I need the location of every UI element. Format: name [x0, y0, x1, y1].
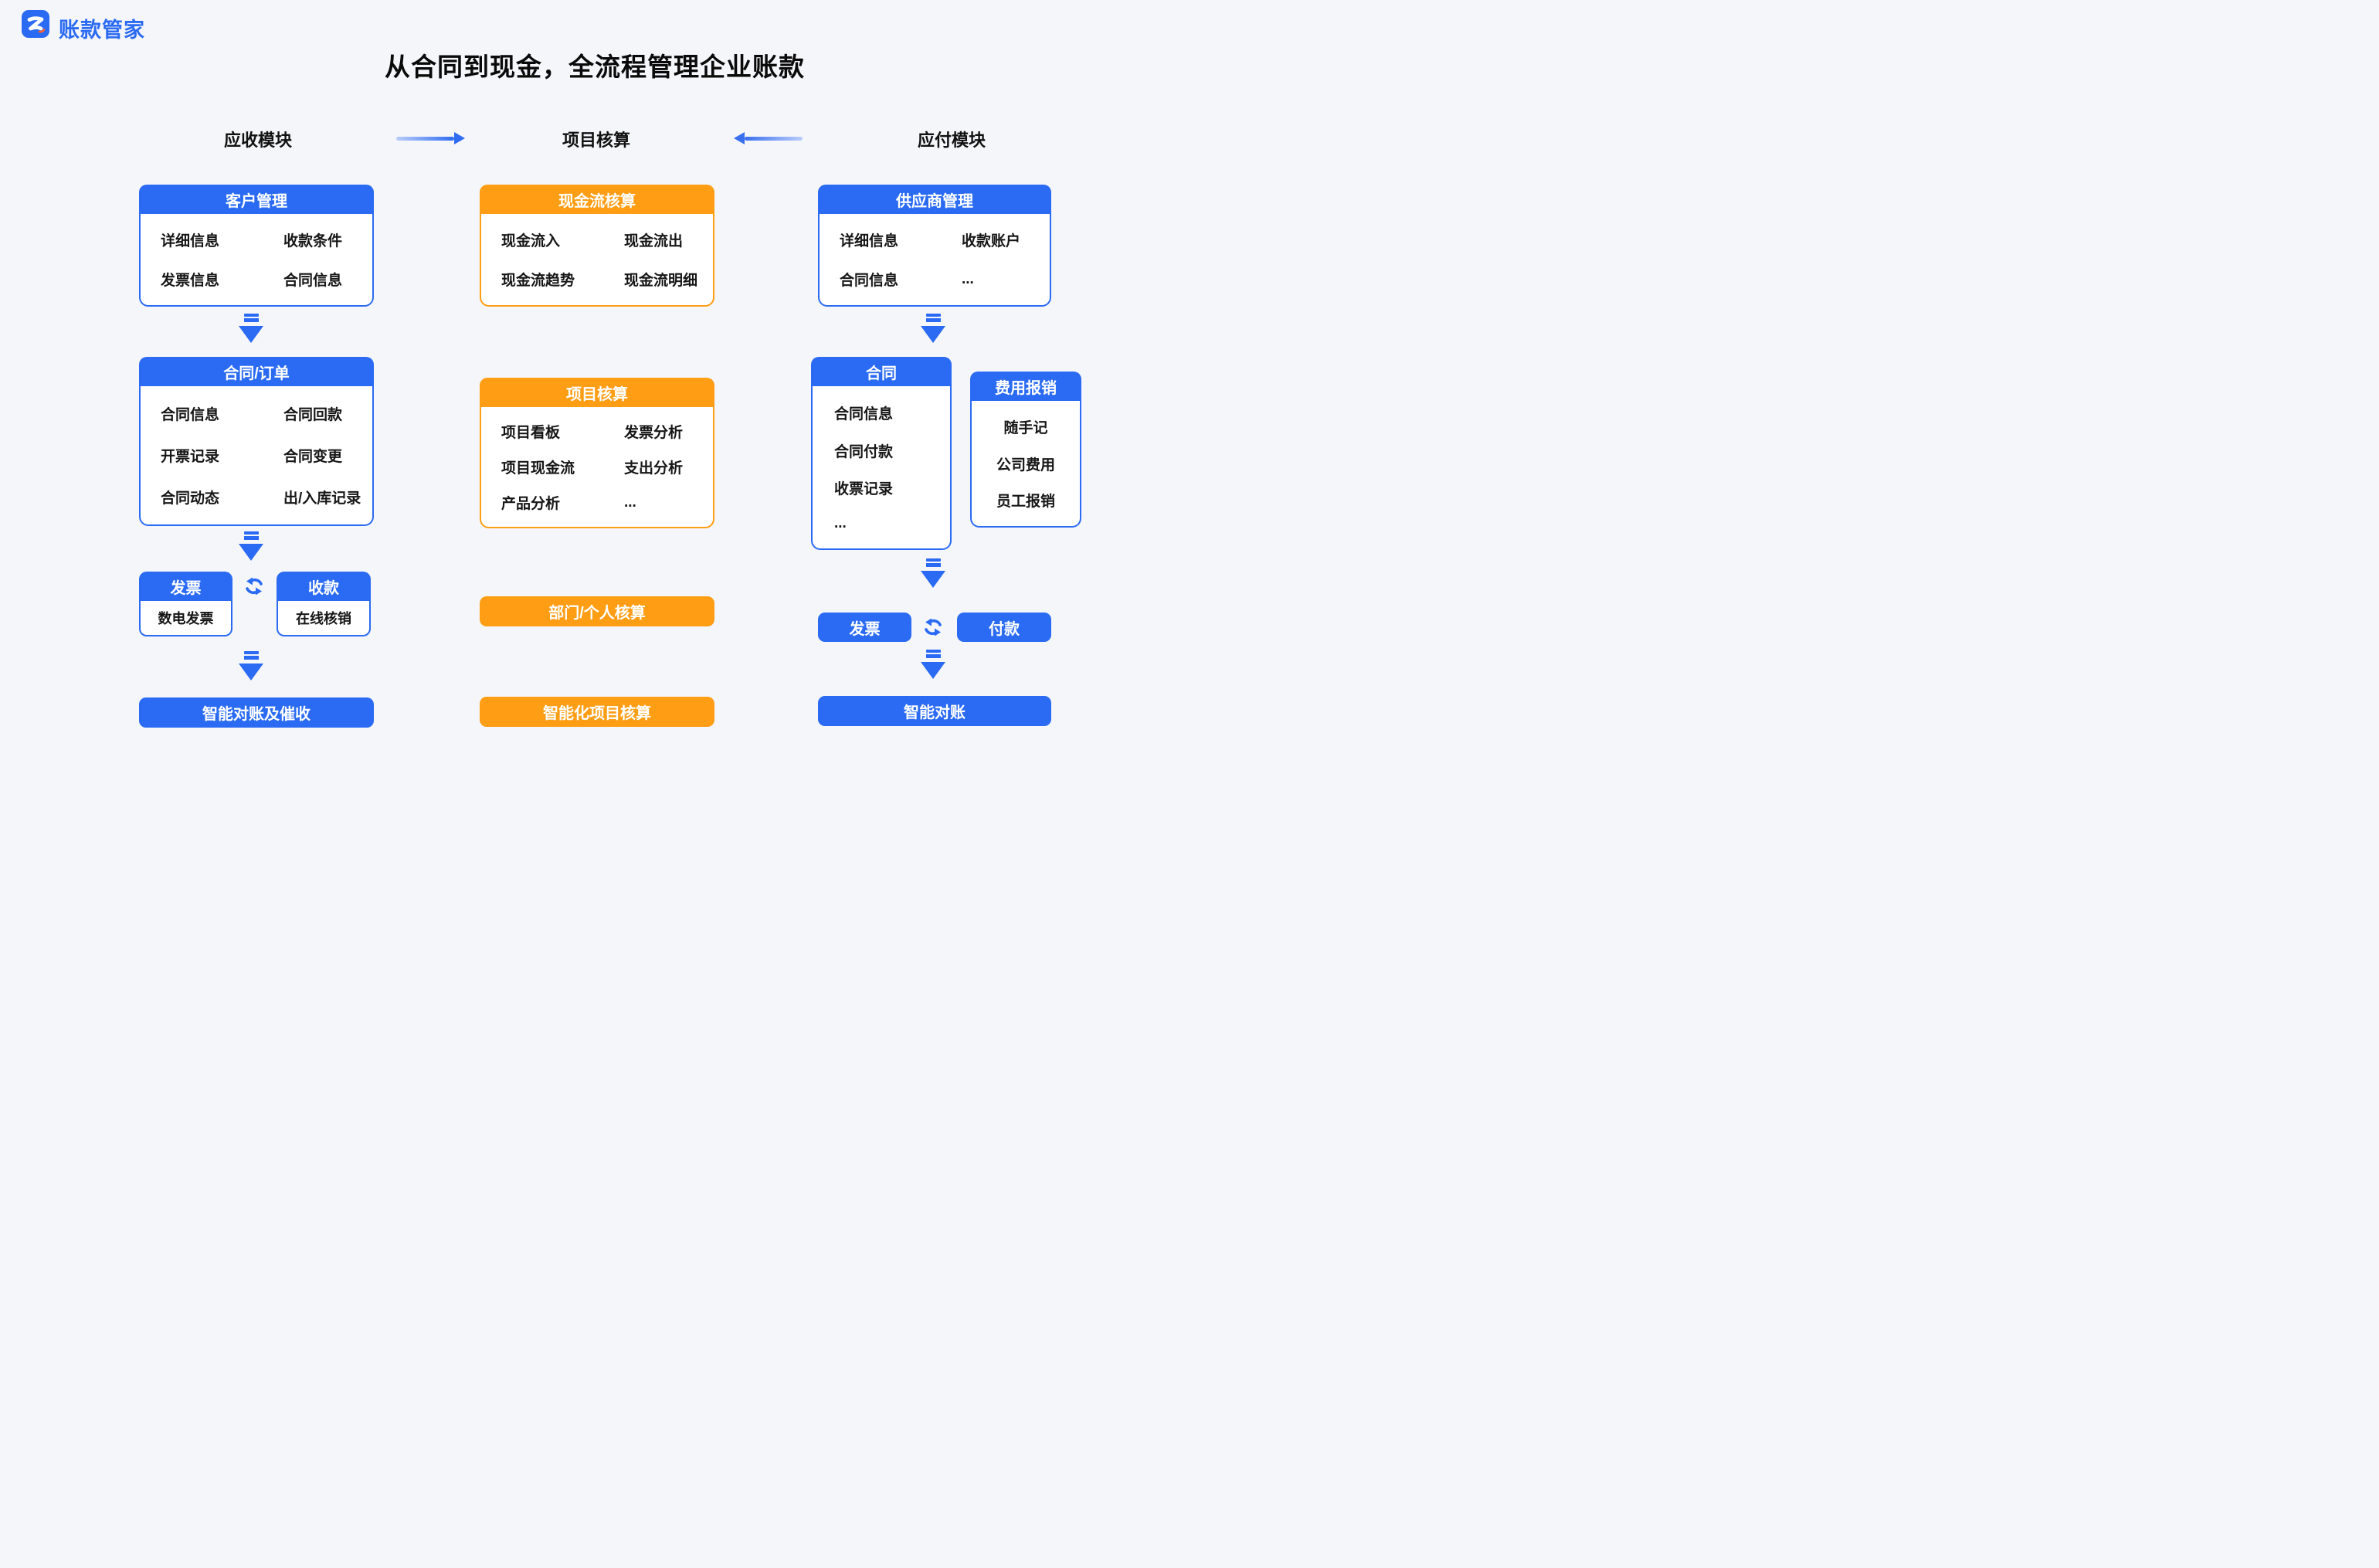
card-item: 产品分析 [501, 496, 561, 513]
bar-smart-project-accounting: 智能化项目核算 [480, 697, 714, 727]
arrow-shaft [396, 136, 454, 141]
card-body-contract: 合同信息 合同付款 收票记录 ... [811, 386, 952, 550]
flow-down-arrow-icon [921, 314, 945, 343]
card-item: 合同信息 [840, 273, 899, 289]
card-body-supplier-management: 详细信息 收款账户 合同信息 ... [818, 214, 1051, 307]
card-body-invoice: 数电发票 [139, 601, 232, 636]
card-body-expense-reimbursement: 随手记 公司费用 员工报销 [970, 401, 1081, 528]
flow-arrow-right-icon [396, 132, 465, 144]
flow-down-arrow-icon [239, 651, 263, 680]
card-item: 项目现金流 [501, 460, 575, 477]
arrow-shaft [745, 136, 803, 141]
card-item: 详细信息 [161, 233, 220, 249]
column-label-accounting: 项目核算 [562, 131, 630, 150]
card-header-supplier-management: 供应商管理 [818, 185, 1051, 214]
logo-z-icon [27, 16, 46, 33]
card-item: 收款账户 [961, 233, 1020, 249]
bar-smart-reconciliation-collection: 智能对账及催收 [139, 697, 374, 728]
card-item: ... [961, 270, 974, 287]
card-item: 现金流明细 [624, 273, 698, 289]
card-item: 开票记录 [161, 448, 220, 465]
flow-down-arrow-icon [239, 314, 263, 343]
bar-department-personal-accounting: 部门/个人核算 [480, 596, 714, 626]
flow-down-arrow-icon [921, 650, 945, 679]
card-item: 合同信息 [161, 406, 220, 423]
card-item: 现金流入 [501, 233, 561, 249]
card-header-cashflow-accounting: 现金流核算 [480, 185, 714, 214]
diagram-page: 账款管家 从合同到现金，全流程管理企业账款 应收模块 项目核算 应付模块 客户管… [0, 0, 1190, 784]
flow-arrow-left-icon [734, 132, 803, 144]
card-item: 合同变更 [283, 448, 343, 465]
pill-payment: 付款 [957, 613, 1051, 642]
card-body-customer-management: 详细信息 收款条件 发票信息 合同信息 [139, 214, 374, 307]
card-item: 项目看板 [501, 424, 561, 441]
flow-down-arrow-icon [239, 531, 263, 561]
sync-icon [246, 577, 263, 596]
card-body-project-accounting: 项目看板 发票分析 项目现金流 支出分析 产品分析 ... [480, 407, 714, 528]
brand-logo [22, 10, 49, 38]
card-item: 发票分析 [624, 424, 684, 441]
column-label-payable: 应付模块 [917, 131, 986, 150]
card-item: 现金流出 [624, 233, 684, 249]
card-header-invoice: 发票 [139, 572, 232, 601]
card-body-collection: 在线核销 [277, 601, 371, 636]
card-header-customer-management: 客户管理 [139, 185, 374, 214]
card-item: 合同回款 [283, 406, 343, 423]
flow-down-arrow-icon [921, 558, 945, 588]
card-item: 出/入库记录 [283, 490, 361, 507]
card-header-contract: 合同 [811, 357, 952, 386]
pill-invoice: 发票 [818, 613, 911, 642]
card-item: 详细信息 [840, 233, 899, 249]
sync-icon [925, 618, 942, 636]
card-item: 发票信息 [161, 273, 220, 289]
card-item: 随手记 [1003, 420, 1048, 437]
card-item: 合同付款 [834, 443, 894, 460]
arrow-head [454, 132, 465, 144]
card-item: 员工报销 [996, 493, 1055, 510]
column-label-receivable: 应收模块 [223, 131, 292, 150]
card-item: 合同动态 [161, 490, 220, 507]
card-item: 合同信息 [834, 406, 894, 423]
page-title: 从合同到现金，全流程管理企业账款 [385, 53, 805, 81]
card-header-collection: 收款 [277, 572, 371, 601]
card-item: 收款条件 [283, 233, 343, 249]
card-item: ... [834, 514, 847, 531]
brand-name: 账款管家 [59, 19, 145, 42]
card-header-project-accounting: 项目核算 [480, 378, 714, 407]
card-body-contract-order: 合同信息 合同回款 开票记录 合同变更 合同动态 出/入库记录 [139, 386, 374, 526]
card-header-expense-reimbursement: 费用报销 [970, 372, 1081, 401]
card-item: ... [624, 494, 636, 511]
card-header-contract-order: 合同/订单 [139, 357, 374, 386]
bar-smart-reconciliation: 智能对账 [818, 696, 1051, 726]
card-body-cashflow-accounting: 现金流入 现金流出 现金流趋势 现金流明细 [480, 214, 714, 307]
card-item: 支出分析 [624, 460, 684, 477]
card-item: 公司费用 [996, 456, 1055, 473]
arrow-head [734, 132, 745, 144]
card-item: 现金流趋势 [501, 273, 575, 289]
card-item: 收票记录 [834, 481, 894, 498]
card-item: 合同信息 [283, 273, 343, 289]
